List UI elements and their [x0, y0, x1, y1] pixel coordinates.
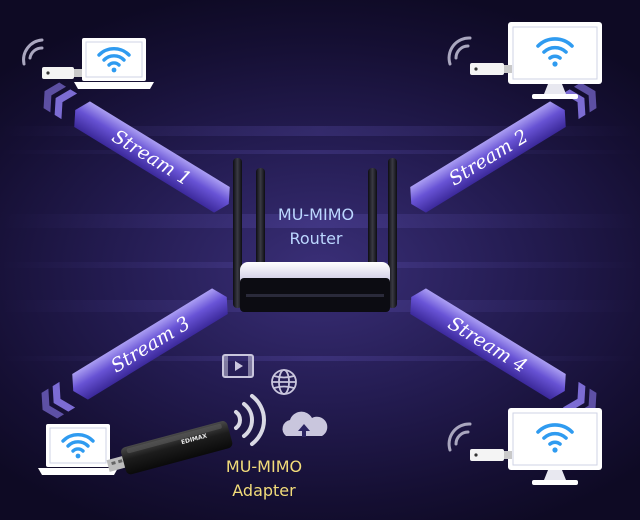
stream-1-band: Stream 1 [43, 82, 230, 213]
laptop-bottom-left [38, 424, 118, 475]
router-antenna [233, 158, 242, 308]
monitor-top-right [447, 22, 602, 99]
usb-dongle [470, 63, 512, 75]
film-icon [222, 354, 254, 378]
stream-2-band: Stream 2 [410, 82, 597, 213]
router-antenna [388, 158, 397, 308]
globe-icon [271, 369, 297, 395]
wifi-icon [61, 433, 95, 459]
router-label-line1: MU-MIMO [278, 205, 354, 224]
monitor-bottom-right [447, 408, 602, 485]
router: MU-MIMO Router [233, 158, 397, 312]
adapter-label-line1: MU-MIMO [226, 457, 302, 476]
laptop-top-left [22, 38, 154, 89]
adapter-body [121, 421, 233, 475]
adapter-label-line2: Adapter [232, 481, 296, 500]
cloud-upload-icon [282, 411, 328, 437]
wifi-icon [97, 47, 131, 73]
stream-4-band: Stream 4 [410, 288, 597, 419]
router-label-line2: Router [289, 229, 342, 248]
usb-dongle [42, 67, 82, 79]
usb-adapter: EDIMAX [106, 421, 233, 475]
signal-waves-icon [22, 38, 44, 66]
signal-waves-icon [447, 422, 472, 452]
signal-waves-icon [447, 36, 472, 66]
stream-3-band: Stream 3 [41, 288, 228, 419]
wifi-icon [536, 423, 574, 453]
usb-dongle [470, 449, 512, 461]
wifi-icon [536, 37, 574, 67]
adapter-signal-waves-icon [234, 394, 266, 446]
